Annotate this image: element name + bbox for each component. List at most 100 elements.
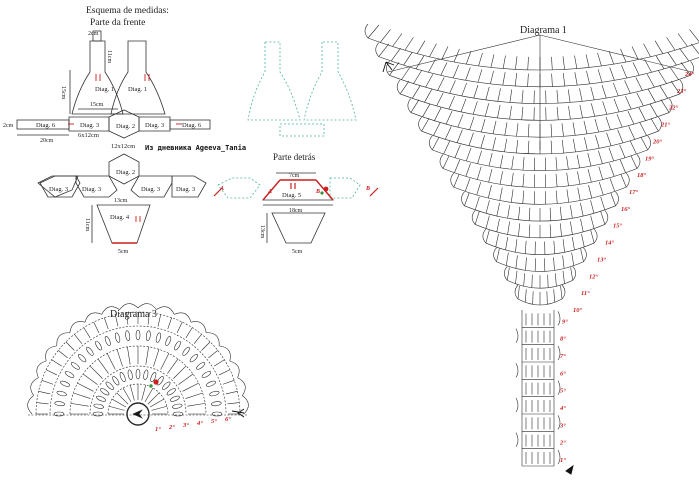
stitch-mark	[506, 267, 510, 281]
round-line	[49, 325, 227, 415]
turning-chain	[515, 397, 519, 413]
stitch-mark	[461, 82, 467, 97]
stitch-mark	[51, 359, 62, 367]
turning-chain	[386, 61, 390, 76]
stitch-mark	[201, 341, 211, 351]
band-right	[169, 119, 211, 130]
stitch-mark	[588, 185, 593, 199]
stitch-mark	[670, 80, 681, 95]
chain-loop	[60, 380, 70, 387]
row-number: 17°	[629, 189, 639, 196]
stitch-mark	[481, 118, 486, 133]
stitch-mark	[445, 111, 453, 125]
stitch-mark	[404, 37, 414, 51]
stitch-mark	[38, 391, 51, 395]
stitch-mark	[502, 72, 506, 86]
row-number: 20°	[652, 138, 663, 145]
stitch-mark	[525, 257, 527, 271]
measure-13cm: 13cm	[114, 198, 128, 204]
stitch-mark	[550, 140, 553, 154]
stitch-mark	[473, 85, 479, 99]
turning-chain	[557, 449, 561, 465]
diagram1-row-numbers: 1°2°3°4°5°6°7°8°9°10°11°12°13°14°15°16°1…	[559, 71, 695, 464]
row-number: 3°	[559, 422, 566, 429]
turning-chain	[450, 172, 454, 188]
row-number: 18°	[637, 172, 647, 179]
chain-loop	[53, 411, 65, 417]
turning-chain	[375, 42, 379, 57]
measurement-schema: Esquema de medidas: Parte da frente 2cm …	[3, 6, 246, 255]
stitch-mark	[590, 229, 595, 244]
stitch-mark	[218, 369, 231, 376]
stitch-mark	[636, 92, 644, 107]
row-number: 5°	[560, 388, 566, 395]
stitch-mark	[487, 185, 492, 199]
stitch-mark	[208, 350, 218, 359]
stitch-mark	[600, 211, 606, 225]
stitch-mark	[553, 240, 556, 254]
stitch-mark	[576, 154, 580, 168]
label-diag3-bl2: Diag. 3	[82, 186, 101, 193]
stitch-mark	[598, 166, 604, 180]
stitch-mark	[441, 46, 449, 60]
round-line	[107, 383, 169, 415]
stitch-mark	[185, 327, 193, 338]
stitch-mark	[497, 104, 501, 118]
stitch-mark	[222, 380, 235, 385]
front-part-title: Parte da frente	[90, 17, 145, 28]
stitch-mark	[620, 174, 627, 188]
stitch-mark	[654, 40, 664, 54]
stitch-mark	[522, 157, 525, 171]
stitch-mark	[167, 317, 172, 330]
stitch-mark	[515, 270, 518, 284]
stitch-mark	[413, 70, 422, 84]
stitch-mark	[630, 155, 638, 169]
stitch-mark	[185, 392, 203, 399]
stitch-mark	[660, 99, 670, 113]
chain-loop	[135, 368, 141, 380]
stitch-mark	[492, 120, 497, 134]
back-dashed-cups	[217, 41, 361, 199]
stitch-mark	[655, 55, 665, 70]
arrow-icon-d3	[231, 408, 245, 418]
stitch-mark	[421, 118, 430, 132]
chain-loop	[211, 401, 222, 407]
stitch-mark	[624, 80, 631, 94]
turning-chain	[364, 23, 369, 39]
stitch-mark	[598, 181, 604, 196]
outer-scallop	[229, 360, 240, 378]
stitch-mark	[182, 382, 199, 392]
turning-chain	[690, 61, 694, 76]
stitch-mark	[619, 144, 626, 158]
chain-loop	[135, 329, 141, 341]
stitch-mark	[522, 190, 525, 204]
stitch-mark	[460, 98, 467, 113]
stitch-mark	[680, 62, 691, 76]
row-number: 8°	[560, 336, 566, 343]
stitch-mark	[562, 56, 565, 70]
stitch-mark	[505, 252, 509, 266]
chain-loop	[78, 354, 87, 363]
chain-loop	[156, 376, 164, 386]
stitch-mark	[145, 346, 149, 365]
stitch-mark	[448, 95, 455, 110]
label-diag3-dim: 6x12cm	[78, 132, 99, 139]
row-number: 16°	[621, 206, 631, 213]
stitch-mark	[488, 169, 493, 183]
chain-loop	[96, 395, 107, 402]
stitch-mark	[468, 132, 474, 146]
row-number: 6°	[560, 370, 566, 377]
round-line	[69, 345, 207, 415]
chain-loop	[182, 346, 190, 356]
stitch-mark	[590, 200, 595, 214]
diag3-right-block	[138, 116, 171, 132]
stitch-mark	[106, 353, 116, 370]
stitch-mark	[380, 29, 391, 43]
stitch-mark	[465, 163, 471, 177]
stitch-mark	[616, 114, 623, 128]
stitch-mark	[679, 47, 690, 62]
stitch-mark	[424, 89, 433, 103]
stitch-mark	[625, 95, 632, 110]
fan-row-line	[496, 261, 584, 272]
stitch-mark	[115, 314, 119, 327]
